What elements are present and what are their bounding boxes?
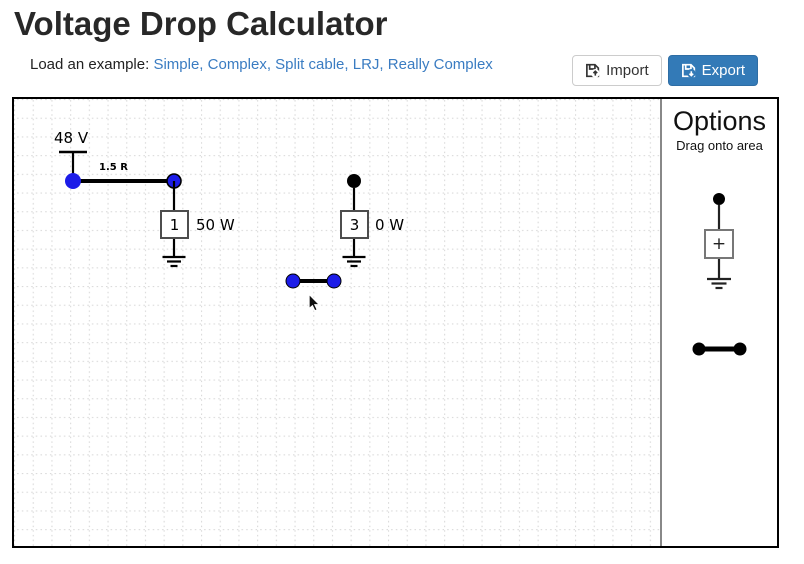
import-button-label: Import	[606, 62, 649, 79]
example-link-split-cable[interactable]: Split cable	[275, 56, 345, 73]
cable-template[interactable]	[692, 342, 747, 356]
load3-endpoint[interactable]	[347, 174, 361, 188]
page-title: Voltage Drop Calculator	[14, 5, 388, 42]
example-link-lrj[interactable]: LRJ	[352, 56, 380, 73]
circuit-drawing	[14, 99, 660, 546]
export-button[interactable]: Export	[667, 55, 758, 86]
cable-endpoint-left[interactable]	[65, 173, 81, 189]
separator: ,	[199, 56, 208, 73]
cable-resistance-label[interactable]: 1.5 R	[99, 162, 128, 173]
options-sidebar: Options Drag onto area	[660, 99, 777, 546]
loose-endpoint-right[interactable]	[326, 273, 342, 289]
circuit-canvas[interactable]: 48 V 1.5 R 1 50 W 3 0 W	[14, 99, 660, 546]
load1-power-label[interactable]: 50 W	[196, 216, 235, 234]
import-button[interactable]: Import	[572, 55, 662, 86]
export-button-label: Export	[701, 62, 745, 79]
separator: ,	[379, 56, 388, 73]
example-link-simple[interactable]: Simple	[153, 56, 200, 73]
sidebar-subtitle: Drag onto area	[676, 138, 763, 153]
sidebar-title: Options	[672, 106, 767, 136]
loose-endpoint-left[interactable]	[285, 273, 301, 289]
mouse-cursor	[308, 292, 322, 312]
toolbar: Import Export	[572, 55, 758, 86]
load3-box[interactable]: 3	[340, 210, 369, 239]
example-link-complex[interactable]: Complex	[207, 56, 267, 73]
example-loader: Load an example: Simple, Complex, Split …	[30, 56, 493, 73]
sidebar-templates-drawing	[692, 193, 747, 356]
load3-symbol[interactable]	[342, 174, 366, 268]
load3-power-label[interactable]: 0 W	[375, 216, 405, 234]
separator: ,	[344, 56, 353, 73]
load-template[interactable]	[707, 193, 731, 290]
example-link-really-complex[interactable]: Really Complex	[387, 56, 493, 73]
separator: ,	[266, 56, 276, 73]
source-voltage-label[interactable]: 48 V	[54, 129, 89, 147]
grid-background	[14, 99, 660, 546]
examples-label: Load an example:	[30, 56, 150, 73]
load1-symbol[interactable]	[162, 181, 186, 268]
cable-loose[interactable]	[285, 273, 342, 289]
export-icon	[681, 63, 696, 78]
workspace: 48 V 1.5 R 1 50 W 3 0 W Options Drag ont…	[12, 97, 779, 548]
import-icon	[585, 63, 600, 78]
load-template-box[interactable]: +	[704, 229, 734, 259]
load1-box[interactable]: 1	[160, 210, 189, 239]
